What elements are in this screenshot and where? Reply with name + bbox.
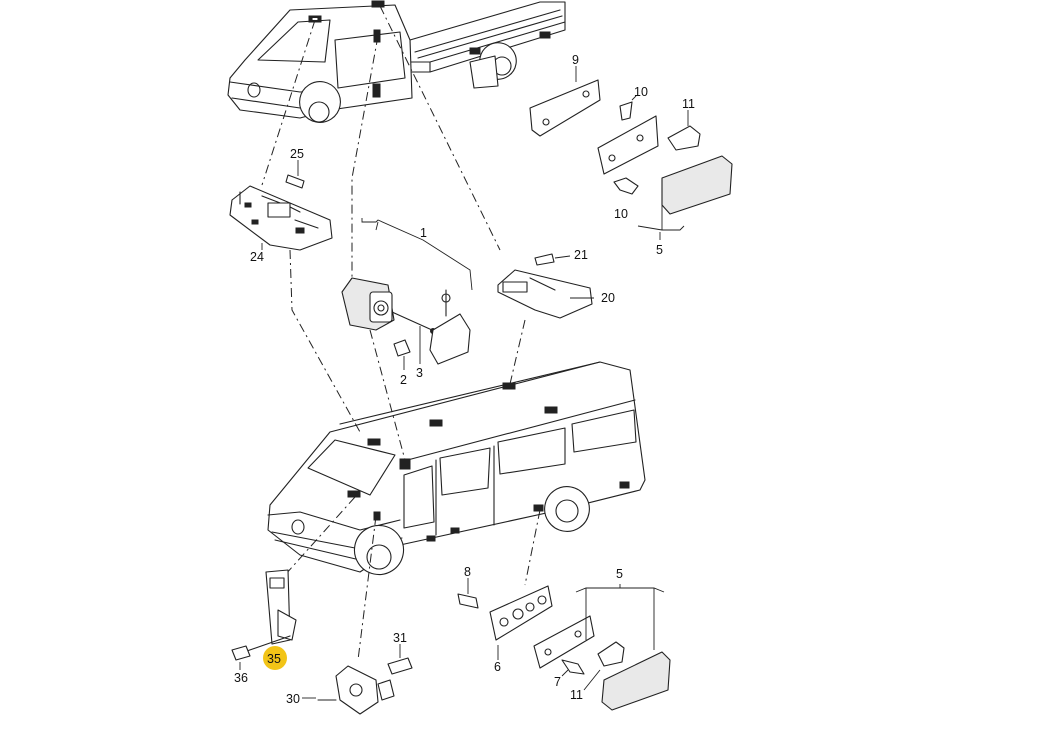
label-3: 3: [416, 366, 423, 380]
side-marker-lens-5: [637, 155, 733, 240]
label-35: 35: [267, 652, 281, 666]
label-6: 6: [494, 660, 501, 674]
lamp-20: [497, 269, 594, 319]
bulb-holder-11: [667, 110, 701, 151]
screw-10: [613, 95, 639, 195]
label-2: 2: [400, 373, 407, 387]
gasket-bottom: [533, 615, 595, 669]
plate-6: [489, 585, 553, 660]
lamp-assembly-1: [341, 218, 473, 370]
van-illustration: [267, 361, 646, 576]
screw-8: [457, 578, 479, 609]
gasket-plate: [597, 115, 659, 175]
label-5b: 5: [616, 567, 623, 581]
label-30: 30: [286, 692, 300, 706]
label-9: 9: [572, 53, 579, 67]
label-7: 7: [554, 675, 561, 689]
reference-lines: [261, 5, 541, 661]
label-21: 21: [574, 248, 588, 262]
label-5a: 5: [656, 243, 663, 257]
bulb-25: [285, 160, 305, 189]
label-20: 20: [601, 291, 615, 305]
side-marker-lens-5b: [575, 584, 671, 711]
screw-31: [387, 644, 413, 675]
lamp-bracket-9: [529, 66, 601, 137]
bracket-35: [231, 569, 297, 670]
label-25: 25: [290, 147, 304, 161]
bulb-21: [534, 253, 571, 266]
callout-highlight-35: [263, 646, 287, 670]
truck-illustration: [227, 0, 566, 123]
interior-lamp-24: [229, 185, 333, 251]
label-24: 24: [250, 250, 264, 264]
label-31: 31: [393, 631, 407, 645]
screw-7: [561, 659, 585, 677]
label-10a: 10: [634, 85, 648, 99]
label-1: 1: [420, 226, 427, 240]
bulb-holder-11b: [583, 641, 625, 691]
label-11b: 11: [570, 688, 583, 702]
label-8: 8: [464, 565, 471, 579]
callout-labels: 1 2 3 5 5 6 7 8 9 10 10 11 11 20 21 24 2…: [234, 53, 695, 706]
label-11a: 11: [682, 97, 695, 111]
label-36: 36: [234, 671, 248, 685]
lamp-30: [302, 665, 395, 715]
label-10b: 10: [614, 207, 628, 221]
